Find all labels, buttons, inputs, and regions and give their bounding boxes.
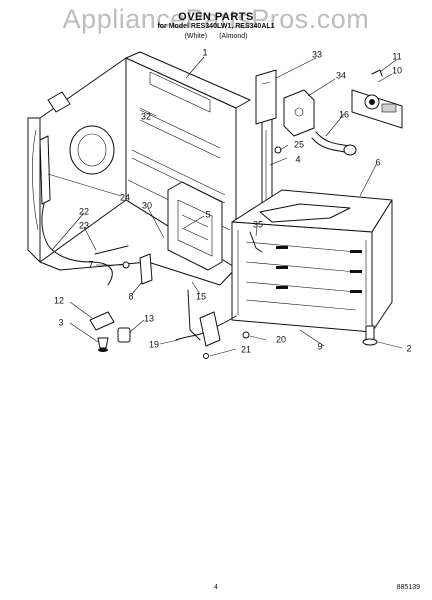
wiring-harness bbox=[32, 129, 113, 286]
hardware-parts bbox=[89, 231, 378, 359]
callout-1: 1 bbox=[202, 47, 208, 58]
callout-5: 5 bbox=[205, 209, 211, 220]
oven-cavity bbox=[231, 189, 393, 333]
model-subtitle: for Model RES340LW1, RES340AL1 bbox=[157, 23, 275, 30]
diagram-title: OVEN PARTS bbox=[178, 11, 254, 23]
watermark: AppliancePartsPros.com bbox=[62, 4, 370, 34]
callout-16: 16 bbox=[338, 109, 350, 120]
callout-22: 22 bbox=[78, 206, 90, 217]
callout-3: 3 bbox=[58, 317, 64, 328]
callout-20: 20 bbox=[275, 334, 287, 345]
color-variants: (White) (Almond) bbox=[0, 33, 432, 40]
color-white: (White) bbox=[184, 33, 208, 40]
callout-32: 32 bbox=[140, 111, 152, 122]
rack-slots bbox=[276, 246, 362, 293]
callout-25: 25 bbox=[293, 139, 305, 150]
callout-34: 34 bbox=[335, 70, 347, 81]
callout-11: 11 bbox=[392, 51, 402, 62]
callout-24: 24 bbox=[119, 192, 131, 203]
callout-13: 13 bbox=[143, 313, 155, 324]
document-number: 885139 bbox=[396, 584, 420, 591]
callout-7: 7 bbox=[88, 259, 94, 270]
callout-21: 21 bbox=[240, 344, 252, 355]
callout-10: 10 bbox=[391, 65, 403, 76]
callout-4: 4 bbox=[295, 154, 301, 165]
callout-33: 33 bbox=[311, 49, 323, 60]
callout-30: 30 bbox=[141, 200, 153, 211]
callout-9: 9 bbox=[317, 341, 323, 352]
callout-2: 2 bbox=[406, 343, 412, 354]
callout-23: 23 bbox=[78, 220, 90, 231]
callout-19: 19 bbox=[148, 339, 160, 350]
callout-12: 12 bbox=[53, 295, 65, 306]
callout-15: 15 bbox=[195, 291, 207, 302]
leader-lines bbox=[47, 56, 403, 357]
callout-8: 8 bbox=[128, 291, 134, 302]
callout-6: 6 bbox=[375, 157, 381, 168]
page-number: 4 bbox=[214, 584, 218, 591]
color-almond: (Almond) bbox=[219, 33, 248, 40]
callout-35: 35 bbox=[252, 219, 264, 230]
control-parts bbox=[255, 69, 403, 156]
